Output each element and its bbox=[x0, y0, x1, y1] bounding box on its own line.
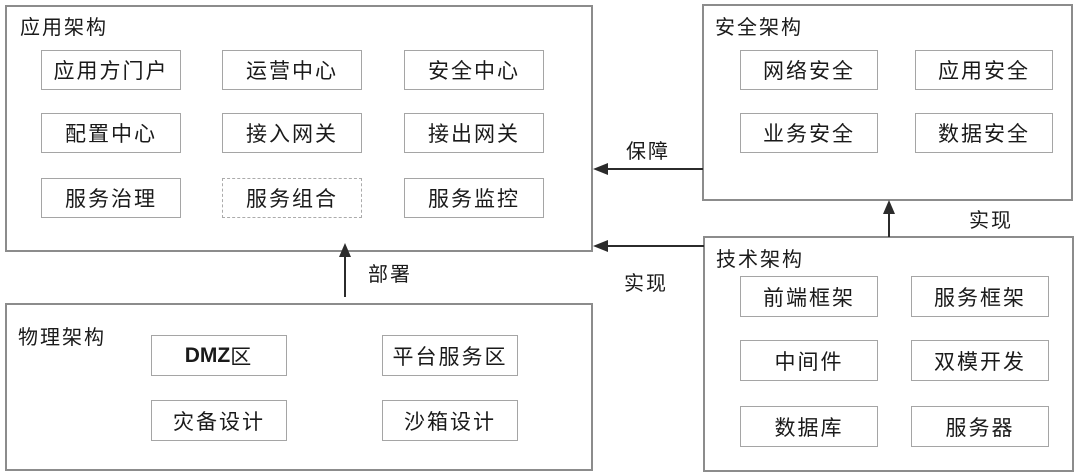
app-node-service-composition: 服务组合 bbox=[222, 178, 362, 218]
physical-architecture-group-box bbox=[5, 303, 593, 471]
app-node-portal: 应用方门户 bbox=[41, 50, 181, 90]
tech-node-database: 数据库 bbox=[740, 406, 878, 447]
realize-security-arrow-label: 实现 bbox=[969, 210, 1013, 232]
tech-node-frontend-framework: 前端框架 bbox=[740, 276, 878, 317]
physical-architecture-title: 物理架构 bbox=[18, 327, 106, 349]
dmz-label-suffix: 区 bbox=[230, 345, 254, 369]
application-architecture-title: 应用架构 bbox=[20, 17, 108, 39]
app-node-outbound-gateway: 接出网关 bbox=[404, 113, 544, 153]
security-node-business-security: 业务安全 bbox=[740, 113, 878, 153]
realize-security-arrowhead-icon bbox=[883, 200, 895, 214]
realize-app-arrowhead-icon bbox=[593, 240, 608, 252]
tech-node-service-framework: 服务框架 bbox=[911, 276, 1049, 317]
app-node-inbound-gateway: 接入网关 bbox=[222, 113, 362, 153]
technical-architecture-title: 技术架构 bbox=[716, 249, 804, 271]
tech-node-server: 服务器 bbox=[911, 406, 1049, 447]
guarantee-arrow-label: 保障 bbox=[626, 141, 670, 163]
physical-node-sandbox-design: 沙箱设计 bbox=[382, 400, 518, 441]
guarantee-arrowhead-icon bbox=[593, 163, 608, 175]
security-node-application-security: 应用安全 bbox=[915, 50, 1053, 90]
physical-node-disaster-recovery-design: 灾备设计 bbox=[151, 400, 287, 441]
tech-node-dual-mode-dev: 双模开发 bbox=[911, 340, 1049, 381]
dmz-label-bold-part: DMZ bbox=[184, 343, 231, 367]
security-node-data-security: 数据安全 bbox=[915, 113, 1053, 153]
physical-node-platform-service-zone: 平台服务区 bbox=[382, 335, 518, 376]
deploy-arrowhead-icon bbox=[339, 243, 351, 257]
deploy-arrow-label: 部署 bbox=[368, 264, 412, 286]
app-node-service-governance: 服务治理 bbox=[41, 178, 181, 218]
security-architecture-title: 安全架构 bbox=[715, 17, 803, 39]
security-architecture-group-box bbox=[702, 4, 1073, 201]
app-node-config-center: 配置中心 bbox=[41, 113, 181, 153]
realize-app-arrow-label: 实现 bbox=[624, 273, 668, 295]
app-node-service-monitoring: 服务监控 bbox=[404, 178, 544, 218]
realize-security-arrow-line bbox=[888, 213, 890, 237]
app-node-operations-center: 运营中心 bbox=[222, 50, 362, 90]
tech-node-middleware: 中间件 bbox=[740, 340, 878, 381]
security-node-network-security: 网络安全 bbox=[740, 50, 878, 90]
guarantee-arrow-line bbox=[607, 168, 703, 170]
deploy-arrow-line bbox=[344, 256, 346, 297]
app-node-security-center: 安全中心 bbox=[404, 50, 544, 90]
realize-app-arrow-line bbox=[607, 245, 704, 247]
